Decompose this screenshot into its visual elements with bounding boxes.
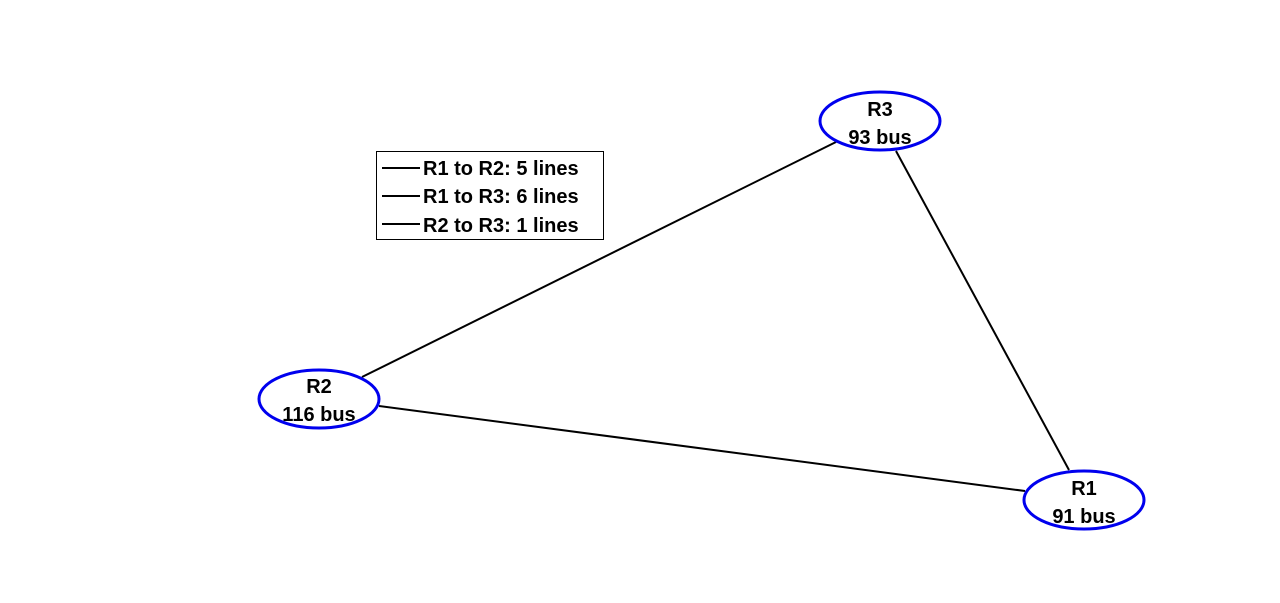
legend-label-r1-r3: R1 to R3: 6 lines (423, 186, 579, 208)
node-r1-name: R1 (1071, 478, 1097, 500)
node-r1-buses: 91 bus (1052, 506, 1115, 528)
legend-entry-r1-r2: R1 to R2: 5 lines (382, 158, 579, 180)
node-r2-outline (257, 368, 381, 430)
edge-r1-r3 (895, 150, 1070, 471)
legend-label-r2-r3: R2 to R3: 1 lines (423, 215, 579, 237)
node-r3-name: R3 (867, 99, 893, 121)
node-r3[interactable]: R3 93 bus (818, 90, 942, 152)
node-r3-buses: 93 bus (848, 127, 911, 149)
node-r2-name: R2 (306, 376, 332, 398)
node-r3-outline (818, 90, 942, 152)
node-r2-buses: 116 bus (282, 404, 355, 426)
node-r1[interactable]: R1 91 bus (1022, 469, 1146, 531)
node-r1-outline (1022, 469, 1146, 531)
node-r2[interactable]: R2 116 bus (257, 368, 381, 430)
legend-entry-r1-r3: R1 to R3: 6 lines (382, 186, 579, 208)
legend-entry-r2-r3: R2 to R3: 1 lines (382, 215, 579, 237)
edge-r1-r2 (378, 405, 1026, 492)
legend: R1 to R2: 5 lines R1 to R3: 6 lines R2 t… (376, 151, 604, 240)
legend-label-r1-r2: R1 to R2: 5 lines (423, 158, 579, 180)
edge-r2-r3 (361, 141, 837, 378)
